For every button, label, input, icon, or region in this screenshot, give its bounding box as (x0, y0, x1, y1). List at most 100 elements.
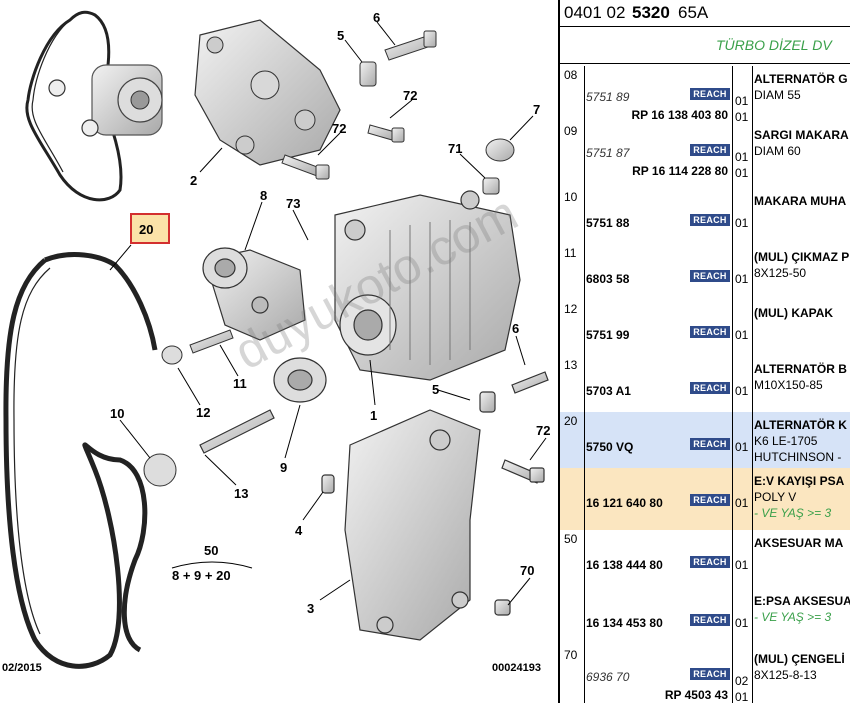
part-reference[interactable]: 5750 VQ (586, 440, 634, 454)
qty-value: 01 (735, 558, 749, 572)
row-index: 09 (564, 124, 578, 138)
cap-12 (161, 345, 183, 365)
quantity-cell: 01 (732, 244, 753, 300)
callout-7: 7 (533, 102, 540, 117)
row-index: 10 (564, 190, 578, 204)
description-line: 8X125-50 (754, 266, 807, 280)
replacement-reference[interactable]: RP 16 138 403 80 (631, 108, 728, 122)
row-index: 20 (564, 414, 578, 428)
belt-route-thumbnail (25, 10, 163, 202)
callout-72-c: 72 (536, 423, 550, 438)
lower-bracket-3 (321, 371, 549, 641)
qty-value: 01 (735, 440, 749, 454)
part-reference[interactable]: 5703 A1 (586, 384, 631, 398)
reference-cell: 5750 VQ REACH (584, 412, 733, 468)
description-line: E:PSA AKSESUA (754, 594, 850, 608)
replacement-reference[interactable]: RP 16 114 228 80 (632, 164, 728, 178)
description-line: POLY V (754, 490, 797, 504)
reference-cell: 5751 88 REACH (584, 188, 733, 244)
description-line: DIAM 55 (754, 88, 801, 102)
table-row[interactable]: 10 5751 88 REACH 01 MAKARA MUHA (560, 188, 850, 245)
table-row[interactable]: 16 121 640 80 REACH 01 E:V KAYIŞI PSA POLY V… (560, 468, 850, 531)
pulley-9 (199, 357, 327, 454)
qty-value: 01 (735, 216, 749, 230)
description-line: K6 LE-1705 (754, 434, 818, 448)
description-line: SARGI MAKARA (754, 128, 849, 142)
description-cell: (MUL) ÇIKMAZ P 8X125-50 (752, 244, 850, 300)
description-line: ALTERNATÖR B (754, 362, 847, 376)
quantity-cell: 01 (732, 412, 753, 468)
part-reference[interactable]: 16 138 444 80 (586, 558, 663, 572)
part-reference[interactable]: 5751 99 (586, 328, 630, 342)
description-line: MAKARA MUHA (754, 194, 847, 208)
description-cell: E:PSA AKSESUA- VE YAŞ >= 3 (752, 588, 850, 646)
description-cell: (MUL) KAPAK (752, 300, 850, 356)
qty-value: 01 (735, 496, 749, 510)
engine-title: TÜRBO DİZEL DV (716, 37, 832, 53)
part-reference[interactable]: 5751 88 (586, 216, 630, 230)
part-reference[interactable]: 16 121 640 80 (586, 496, 663, 510)
exploded-parts-diagram: 6 5 72 72 7 71 2 8 73 20 6 11 12 1 5 10 … (2, 10, 550, 674)
part-reference[interactable]: 5751 89 (586, 90, 630, 104)
callout-73: 73 (286, 196, 300, 211)
description-cell: MAKARA MUHA (752, 188, 850, 244)
leader-lines (109, 21, 547, 606)
part-reference[interactable]: 6803 58 (586, 272, 630, 286)
callout-71: 71 (448, 141, 462, 156)
bolt-11 (189, 329, 234, 354)
callout-13: 13 (234, 486, 248, 501)
description-line: (MUL) ÇIKMAZ P (754, 250, 850, 264)
part-reference[interactable]: 6936 70 (586, 670, 630, 684)
reach-badge: REACH (690, 214, 730, 226)
row-index: 13 (564, 358, 578, 372)
description-line: 8X125-8-13 (754, 668, 817, 682)
description-line: E:V KAYIŞI PSA (754, 474, 845, 488)
row-index-cell: 20 (560, 412, 585, 468)
description-line: DIAM 60 (754, 144, 801, 158)
kit-number: 50 (204, 543, 218, 558)
description-cell: AKSESUAR MA (752, 530, 850, 588)
qty-value: 01 (735, 616, 749, 630)
description-line: HUTCHINSON - (754, 450, 842, 464)
qty-value: 01 (735, 690, 749, 703)
reach-badge: REACH (690, 494, 730, 506)
description-line: ALTERNATÖR K (754, 418, 847, 432)
row-index-cell (560, 588, 585, 646)
row-index-cell: 09 (560, 122, 585, 188)
callout-5-mid: 5 (432, 382, 439, 397)
reference-prefix: 0401 02 (564, 3, 626, 22)
replacement-reference[interactable]: RP 4503 43 (664, 688, 728, 702)
qty-value: 02 (735, 674, 749, 688)
alternator-1 (334, 190, 521, 381)
alternator-bracket-2 (194, 19, 341, 166)
qty-value: 01 (735, 384, 749, 398)
callout-5-top: 5 (337, 28, 344, 43)
qty-value: 01 (735, 272, 749, 286)
kit-components: 8 + 9 + 20 (172, 568, 231, 583)
part-reference[interactable]: 16 134 453 80 (586, 616, 663, 630)
callout-72-a: 72 (403, 88, 417, 103)
qty-value: 01 (735, 328, 749, 342)
part-reference[interactable]: 5751 87 (586, 146, 630, 160)
reach-badge: REACH (690, 438, 730, 450)
row-index-cell: 70 (560, 646, 585, 703)
diagram-code: 00024193 (492, 662, 541, 674)
description-line: AKSESUAR MA (754, 536, 844, 550)
diagram-drawing: 6 5 72 72 7 71 2 8 73 20 6 11 12 1 5 10 … (3, 10, 550, 669)
callout-12: 12 (196, 405, 210, 420)
